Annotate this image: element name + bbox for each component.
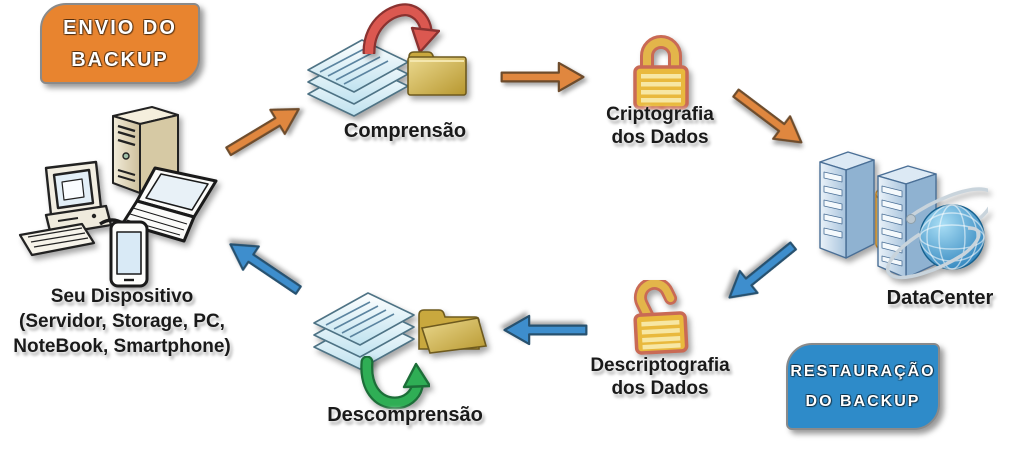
arrow-encryption-to-datacenter-icon	[732, 88, 803, 144]
devices-label-line1: Seu Dispositivo	[50, 286, 194, 307]
envio-badge-line2: BACKUP	[71, 48, 169, 71]
server-towers-globe-icon	[819, 151, 988, 280]
decompression-label: Descomprensão	[327, 404, 483, 426]
arrow-devices-to-compression-icon	[225, 108, 300, 157]
compression-label: Comprensão	[343, 120, 467, 142]
envio-badge-line1: ENVIO DO	[63, 16, 177, 39]
decryption-label: Descriptografia dos Dados	[568, 354, 752, 400]
arrow-decryption-to-decompression-icon	[503, 314, 588, 346]
restauracao-badge-line2: DO BACKUP	[805, 392, 921, 410]
restauracao-backup-badge: RESTAURAÇÃO DO BACKUP	[786, 343, 940, 430]
tower-pc-icon	[112, 106, 179, 194]
datacenter-label: DataCenter	[886, 287, 994, 309]
decryption-label-line2: dos Dados	[611, 378, 709, 399]
devices-label-line2: (Servidor, Storage, PC,	[19, 311, 225, 332]
devices-label: Seu Dispositivo (Servidor, Storage, PC, …	[2, 284, 242, 359]
arrow-datacenter-to-decryption-icon	[728, 241, 798, 299]
padlock-open-icon	[633, 280, 689, 355]
decryption-label-line1: Descriptografia	[590, 355, 730, 376]
smartphone-icon	[99, 218, 149, 288]
orbit-ring-icon	[906, 187, 988, 230]
arrow-decompression-to-devices-icon	[229, 243, 302, 295]
arrow-compression-to-encryption-icon	[500, 61, 585, 93]
server-tower-back-icon	[819, 151, 875, 259]
decompress-curved-arrow-icon	[360, 356, 430, 410]
laptop-icon	[121, 166, 218, 243]
folder-closed-icon	[407, 51, 467, 96]
devices-label-line3: NoteBook, Smartphone)	[13, 336, 231, 357]
padlock-closed-icon	[633, 35, 689, 110]
computer-devices-icon	[18, 106, 218, 288]
restauracao-badge-line1: RESTAURAÇÃO	[790, 362, 936, 380]
encryption-label: Criptografia dos Dados	[574, 103, 746, 149]
document-stack-icon	[313, 292, 415, 370]
compress-curved-arrow-icon	[362, 3, 440, 54]
encryption-label-line1: Criptografia	[606, 104, 714, 125]
keyboard-icon	[18, 222, 96, 257]
encryption-label-line2: dos Dados	[611, 127, 709, 148]
envio-backup-badge: ENVIO DO BACKUP	[40, 3, 200, 84]
document-stack-icon	[307, 39, 409, 117]
folder-open-icon	[418, 309, 488, 354]
